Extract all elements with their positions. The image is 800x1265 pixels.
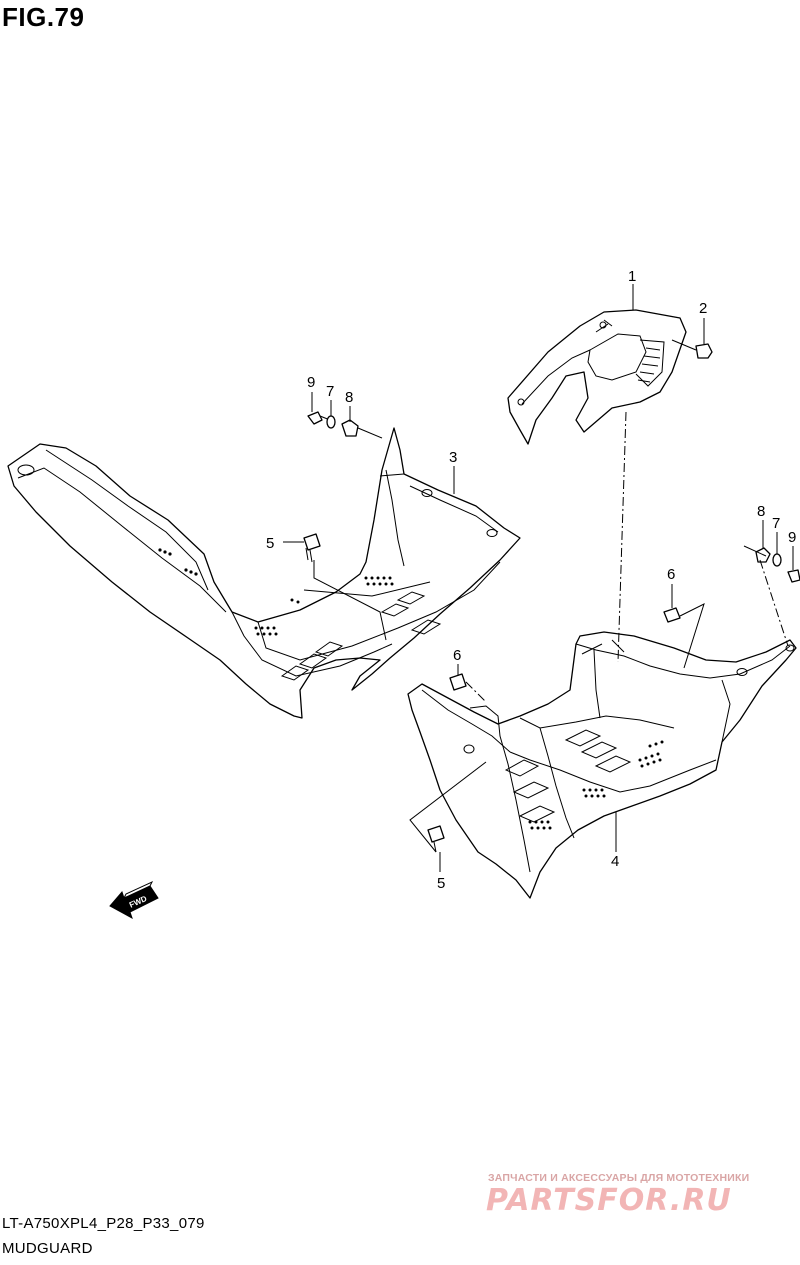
callout-4: 4 [611,853,619,870]
callout-6-right: 6 [667,566,675,583]
part-9-screw-right[interactable] [787,569,800,583]
callout-9-right: 9 [788,529,796,546]
leader-lines [283,284,794,872]
callout-2: 2 [699,300,707,317]
alignment-dash-lines [465,411,789,703]
callout-5-lower: 5 [437,875,445,892]
callout-1: 1 [628,268,636,285]
callout-7-left: 7 [326,383,334,400]
part-7-washer-left[interactable] [326,415,336,429]
callout-5-upper: 5 [266,535,274,552]
part-8-grommet-left[interactable] [341,419,383,439]
part-3-left-mudguard[interactable] [7,427,521,719]
part-5-bolt-upper[interactable] [303,533,321,563]
part-6-nut-left[interactable] [449,673,467,691]
part-6-nut-right[interactable] [663,607,681,623]
diagram-caption: MUDGUARD [2,1240,93,1257]
part-2-screw[interactable] [671,339,713,359]
callout-6-left: 6 [453,647,461,664]
diagram-code: LT-A750XPL4_P28_P33_079 [2,1215,205,1232]
callout-8-right: 8 [757,503,765,520]
part-5-bolt-lower[interactable] [427,825,445,853]
part-1-inner-panel[interactable] [507,309,687,445]
figure-title: FIG.79 [2,2,85,32]
fwd-arrow-icon: FWD [109,880,159,920]
part-4-right-mudguard[interactable] [407,631,797,899]
callout-7-right: 7 [772,515,780,532]
callout-8-left: 8 [345,389,353,406]
callout-9-left: 9 [307,374,315,391]
watermark-brand[interactable]: PARTSFOR.RU [486,1183,732,1218]
callout-3: 3 [449,449,457,466]
watermark-tagline: ЗАПЧАСТИ И АКСЕССУАРЫ ДЛЯ МОТОТЕХНИКИ [488,1172,750,1184]
part-7-washer-right[interactable] [772,553,782,567]
